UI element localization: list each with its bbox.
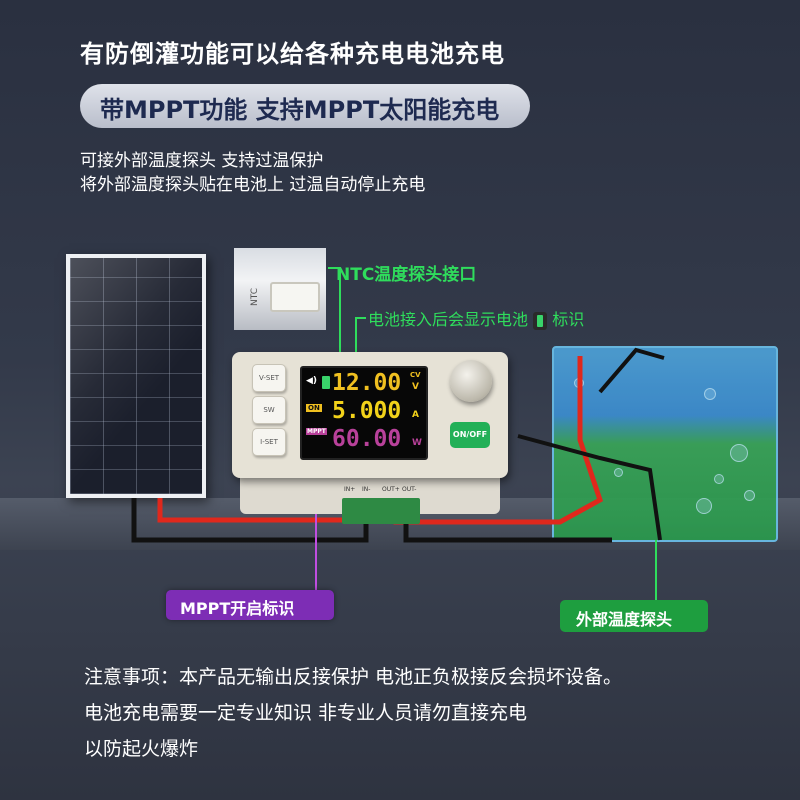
bubble xyxy=(730,444,748,462)
solar-cells xyxy=(70,258,202,494)
notice-line-1: 注意事项：本产品无输出反接保护 电池正负极接反会损坏设备。 xyxy=(84,666,623,688)
solar-black-wire xyxy=(131,498,369,543)
current-unit: A xyxy=(412,410,419,420)
intro-line-1: 可接外部温度探头 支持过温保护 xyxy=(80,151,324,171)
bubble xyxy=(744,490,755,501)
notice-line-3: 以防起火爆炸 xyxy=(84,738,199,760)
solar-panel xyxy=(66,254,206,498)
terminal-label-out-plus: OUT+ xyxy=(382,486,400,493)
battery-icon-fill xyxy=(537,314,544,327)
headline: 有防倒灌功能可以给各种充电电池充电 xyxy=(80,40,505,68)
battery-icon-callout-text: 电池接入后会显示电池 xyxy=(368,310,529,329)
probe-wire-top xyxy=(598,347,665,394)
battery-icon-callout: 电池接入后会显示电池 标识 xyxy=(368,306,584,330)
battery-pack xyxy=(552,346,778,542)
terminal-label-in-minus: IN- xyxy=(362,486,371,493)
terminal-label-in-plus: IN+ xyxy=(344,486,356,493)
battery-black-wire xyxy=(403,512,612,543)
iset-button[interactable]: I-SET xyxy=(252,428,286,456)
terminal-label-out-minus: OUT- xyxy=(402,486,417,493)
feature-banner-text: 带MPPT功能 支持MPPT太阳能充电 xyxy=(100,96,500,124)
sw-button[interactable]: SW xyxy=(252,396,286,424)
battery-icon-callout-suffix: 标识 xyxy=(552,310,585,329)
probe-callout-text: 外部温度探头 xyxy=(576,610,673,629)
bubble xyxy=(714,474,724,484)
on-off-button[interactable]: ON/OFF xyxy=(450,422,490,448)
feature-banner xyxy=(80,84,530,128)
mppt-callout-box xyxy=(166,590,334,620)
power-unit: W xyxy=(412,438,422,448)
probe-callout-box xyxy=(560,600,708,632)
ntc-silkscreen: NTC xyxy=(250,288,260,306)
voltage-readout: 12.00 xyxy=(332,370,402,396)
on-badge: ON xyxy=(306,404,322,412)
power-readout: 60.00 xyxy=(332,426,402,452)
mppt-badge: MPPT xyxy=(306,428,327,435)
voltage-unit: V xyxy=(412,382,419,392)
probe-wire xyxy=(517,434,662,541)
battery-status-icon xyxy=(322,376,330,389)
ntc-connector xyxy=(270,282,320,312)
speaker-icon: ◀) xyxy=(306,376,318,386)
terminal-block: IN+ IN- OUT+ OUT- xyxy=(342,486,420,524)
notice-line-2: 电池充电需要一定专业知识 非专业人员请勿直接充电 xyxy=(84,702,528,724)
mppt-callout-text: MPPT开启标识 xyxy=(180,599,295,618)
intro-line-2: 将外部温度探头贴在电池上 过温自动停止充电 xyxy=(80,175,426,195)
battery-icon xyxy=(533,311,548,330)
cv-badge: CV xyxy=(410,371,421,379)
vset-button[interactable]: V-SET xyxy=(252,364,286,392)
lcd-screen: ◀) 12.00 CV V ON 5.000 A MPPT 60.00 W xyxy=(300,366,428,460)
bubble xyxy=(704,388,716,400)
current-readout: 5.000 xyxy=(332,398,402,424)
ntc-port-callout: NTC温度探头接口 xyxy=(336,265,477,285)
bubble xyxy=(614,468,623,477)
bubble xyxy=(696,498,712,514)
adjust-knob[interactable] xyxy=(450,360,492,402)
